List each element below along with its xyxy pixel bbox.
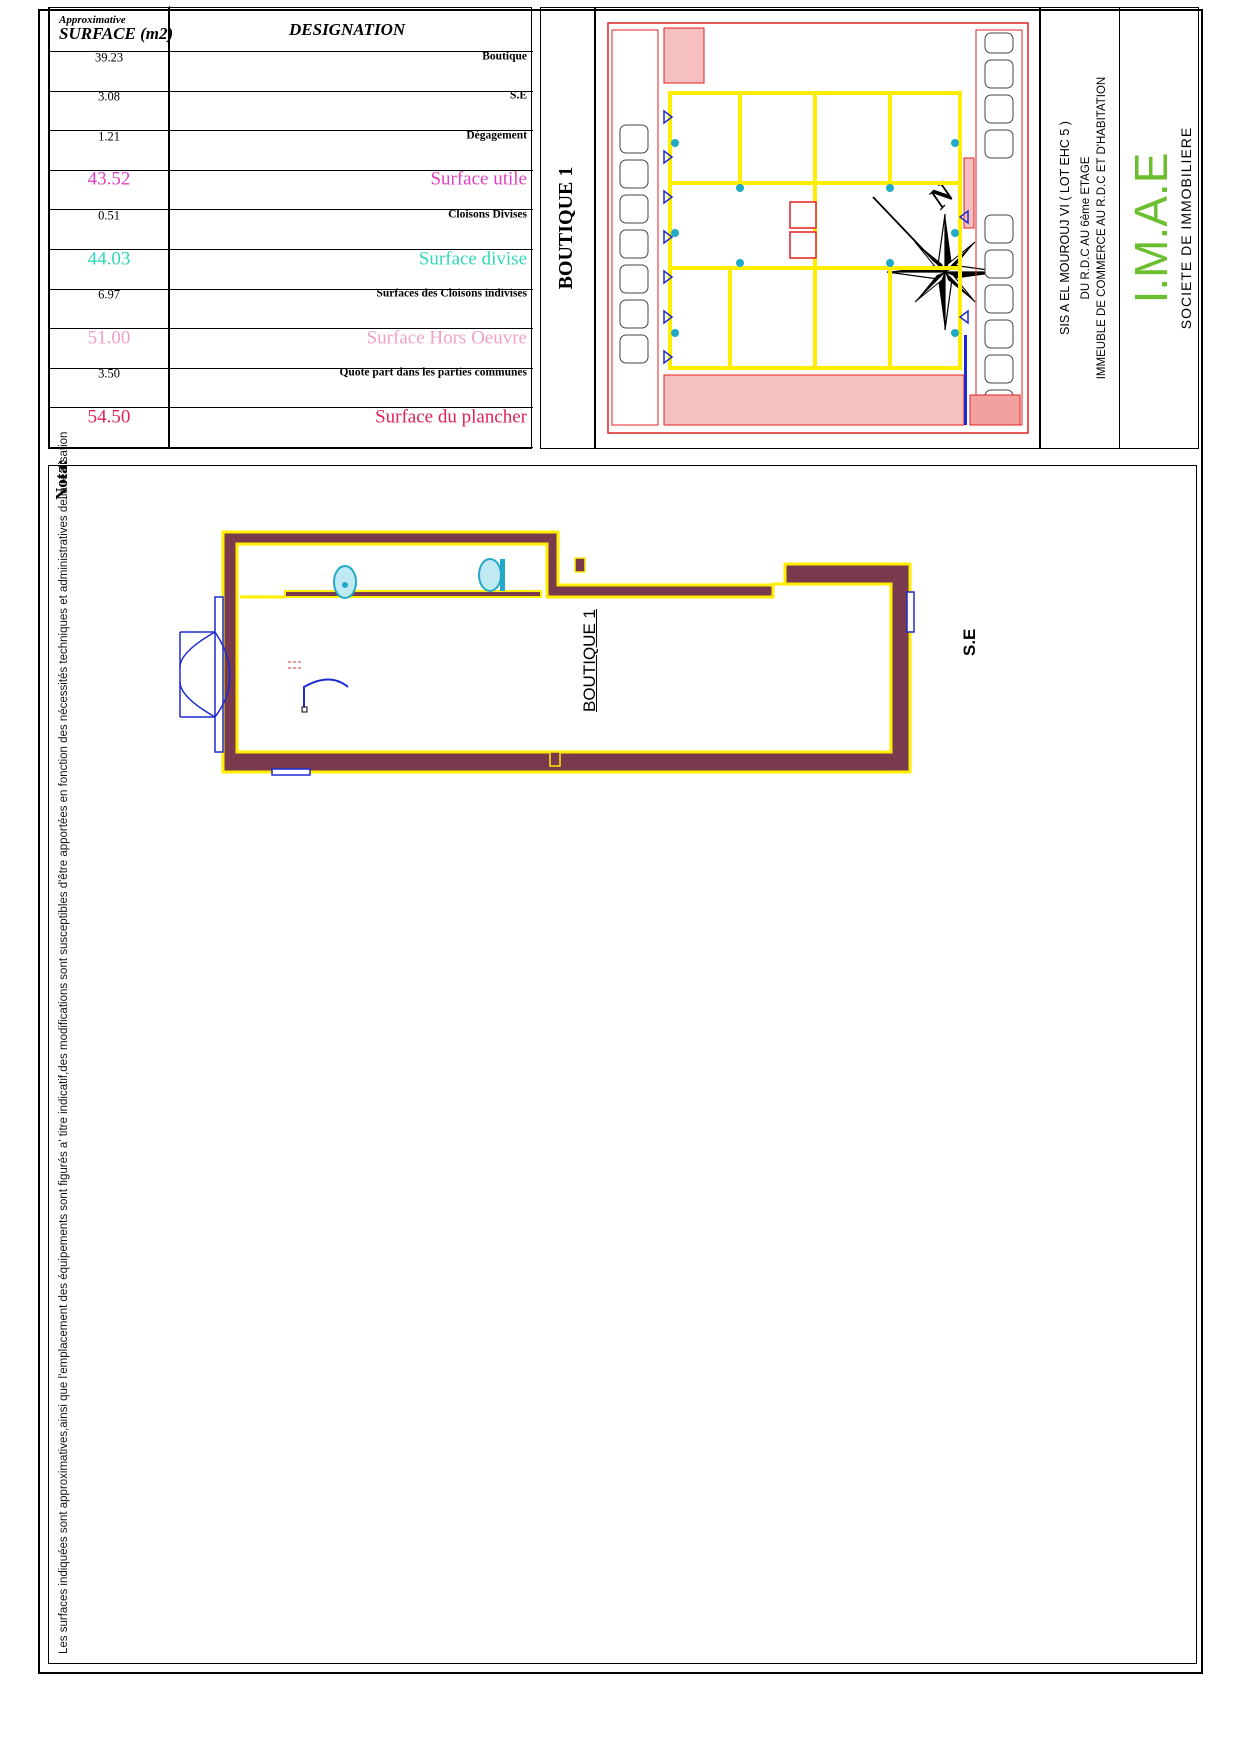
table-header-line xyxy=(49,51,533,52)
table-row-divider xyxy=(49,447,533,448)
site-plan-icon xyxy=(607,22,1029,434)
project-line1: IMMEUBLE DE COMMERCE AU R.D.C ET D'HABIT… xyxy=(1096,76,1108,380)
room-label-boutique: BOUTIQUE 1 xyxy=(580,609,599,712)
table-row-value: 0.51 xyxy=(98,208,120,223)
se-partition xyxy=(284,590,542,598)
project-line2: DU R.D.C AU 6ème ETAGE xyxy=(1080,156,1092,300)
sheet-title: BOUTIQUE 1 xyxy=(555,166,577,290)
compass-rose-icon xyxy=(872,196,1004,331)
wc-icon xyxy=(333,565,357,599)
se-door-icon xyxy=(303,678,349,707)
company-name: SOCIETE DE IMMOBILIERE xyxy=(1178,126,1194,330)
table-row-value: 6.97 xyxy=(98,287,120,302)
table-row-value: 3.08 xyxy=(98,89,120,104)
table-header-surface-sub: Approximative xyxy=(59,14,126,26)
room-label-se: S.E xyxy=(960,628,979,656)
table-row-label: Surface Hors Oeuvre xyxy=(366,327,527,349)
table-row-value: 51.00 xyxy=(87,327,131,349)
table-header-designation: DESIGNATION xyxy=(289,20,406,39)
sink-icon xyxy=(478,558,505,592)
table-row-label: S.E xyxy=(510,89,527,102)
facade-glazing xyxy=(214,596,224,753)
table-row-value: 3.50 xyxy=(98,366,120,381)
table-column-divider xyxy=(169,6,170,448)
se-window xyxy=(906,591,915,633)
main-drawing-panel: Nota: Les surfaces indiquées sont approx… xyxy=(40,176,1205,1672)
table-row-value: 1.21 xyxy=(98,129,120,144)
table-row-label: Cloisons Divises xyxy=(448,208,527,221)
table-row-label: Surface du plancher xyxy=(375,406,527,428)
floor-plan xyxy=(179,530,915,776)
table-row-value: 39.23 xyxy=(94,50,124,65)
table-row-label: Dégagement xyxy=(466,129,527,142)
table-row-label: Surface utile xyxy=(430,168,527,190)
table-row-value: 54.50 xyxy=(87,406,131,428)
project-line3: SIS A EL MOUROUJ VI ( LOT EHC 5 ) xyxy=(1058,121,1072,335)
table-row-label: Surface divise xyxy=(418,248,527,270)
table-header-surface: SURFACE (m2) xyxy=(59,24,174,43)
table-row-label: Quote part dans les parties communes xyxy=(339,366,527,379)
drawing-frame: Nota: Les surfaces indiquées sont approx… xyxy=(38,6,1205,1674)
table-row-value: 44.03 xyxy=(87,248,131,270)
table-row-label: Surfaces des Cloisons indivises xyxy=(376,287,527,300)
title-block: SOCIETE DE IMMOBILIERE I.M.A.E IMMEUBLE … xyxy=(40,6,1205,457)
shop-glazing xyxy=(271,768,311,776)
entrance-door-icon xyxy=(214,631,231,718)
table-row-value: 43.52 xyxy=(87,168,131,190)
company-logo: I.M.A.E xyxy=(1125,152,1177,304)
